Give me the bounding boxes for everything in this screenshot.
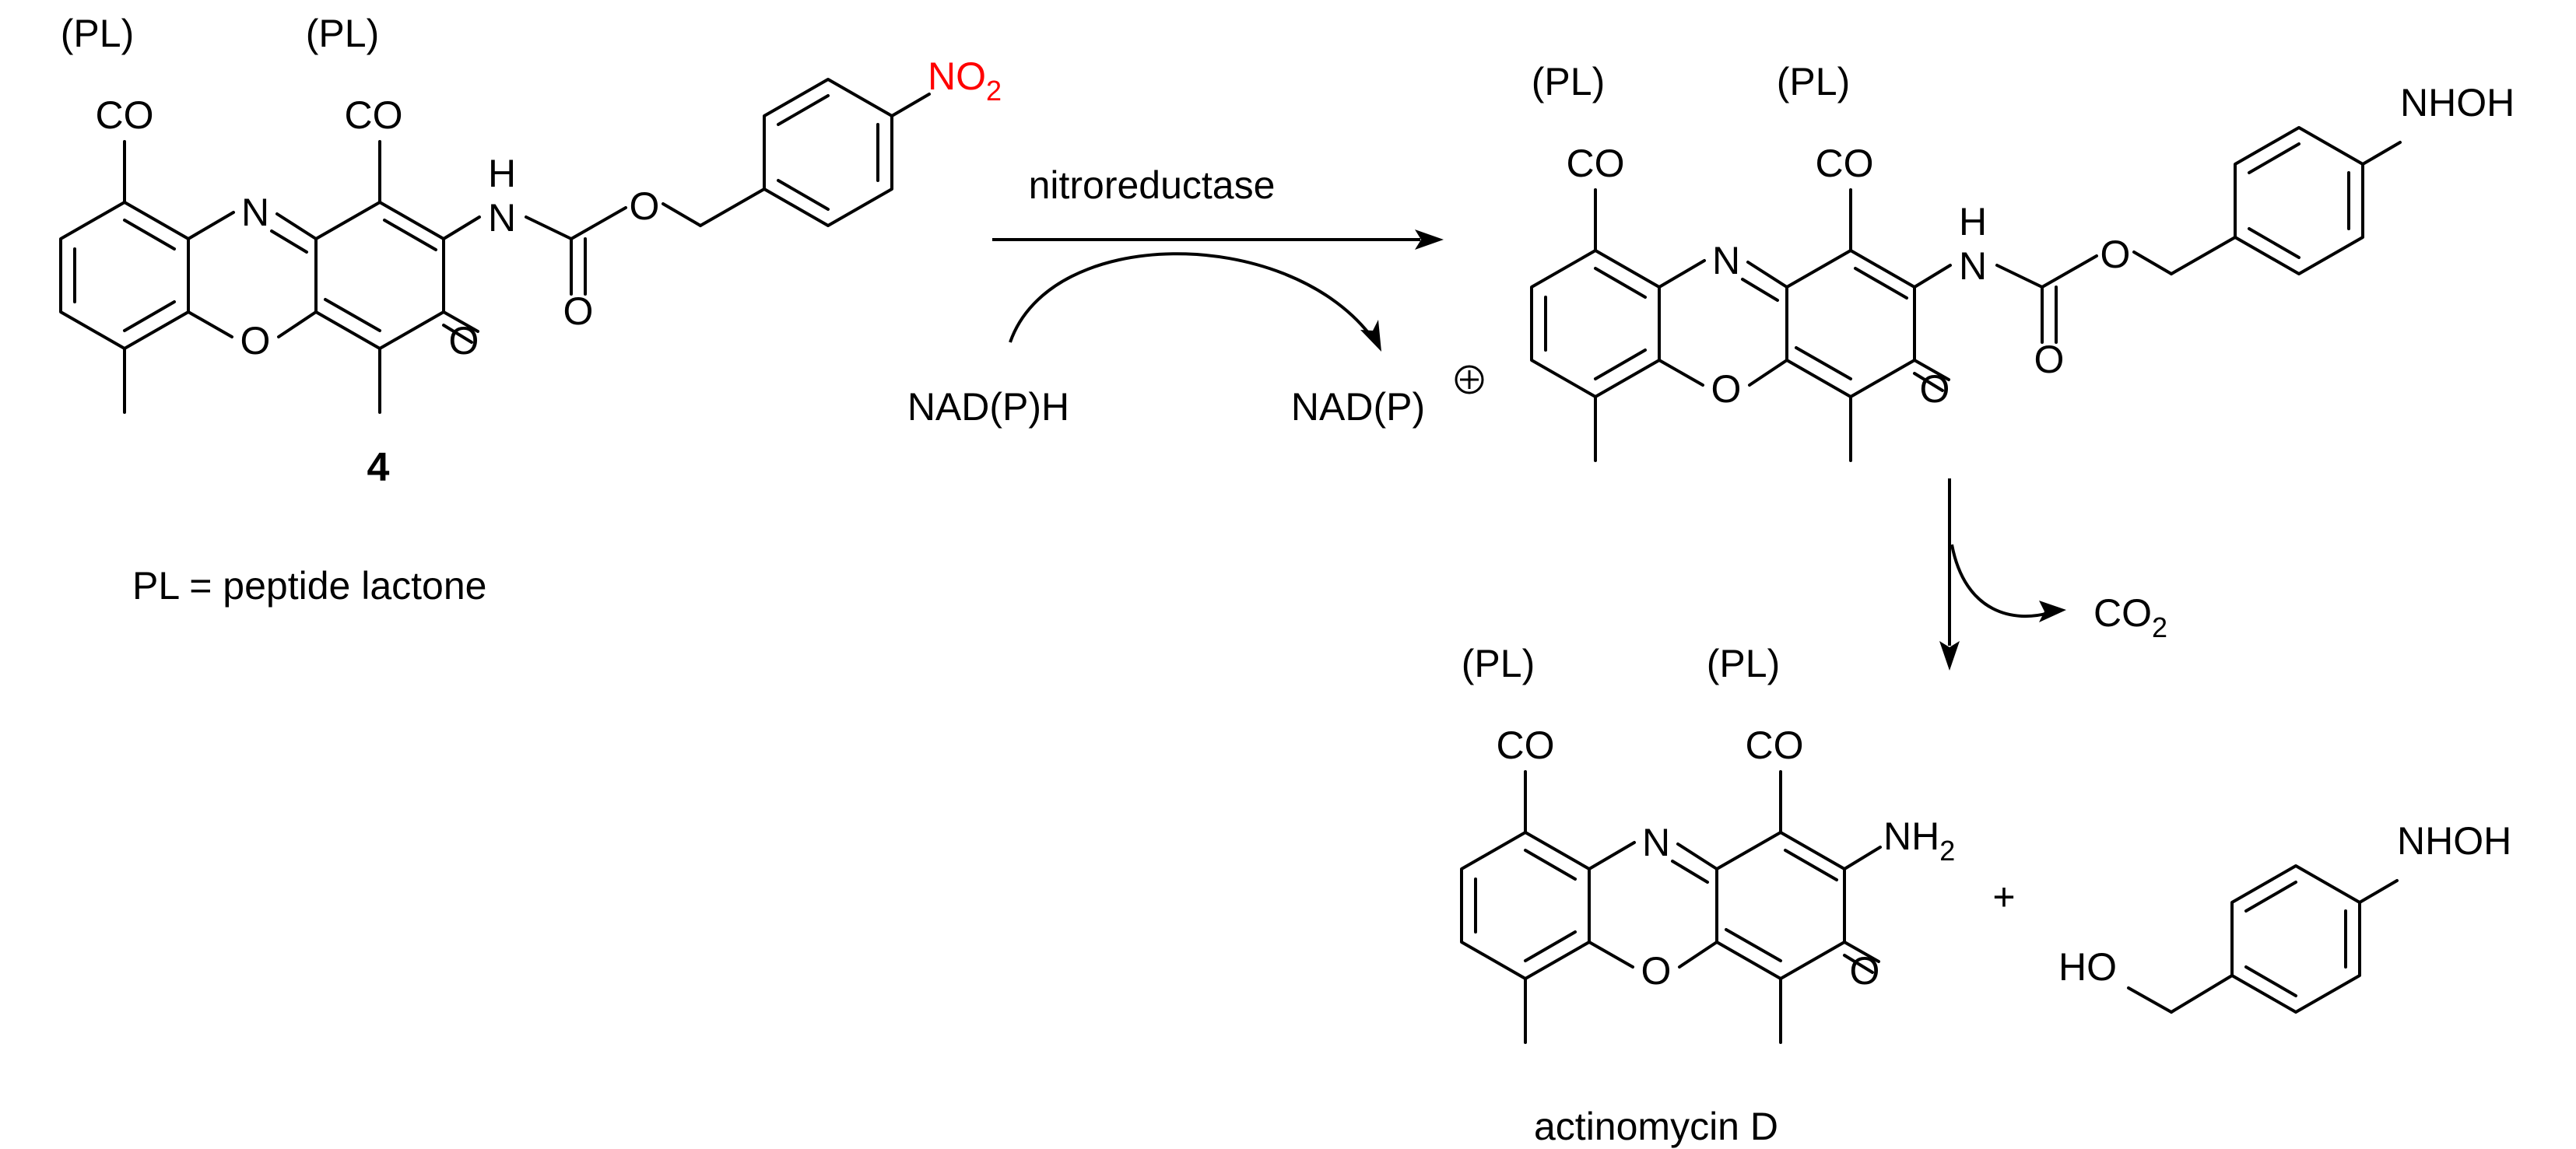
- hydroxylamine-label: NHOH: [2400, 81, 2515, 124]
- svg-text:O: O: [1850, 949, 1880, 993]
- compound-4-nitrophenyl-ring: [763, 78, 931, 227]
- hydroxyl-label: HO: [2058, 945, 2117, 989]
- actinomycin-d-structure: (PL) CO (PL) CO N O O NH2: [1460, 642, 1955, 1044]
- svg-text:N: N: [1959, 244, 1987, 288]
- carbonyl-label: CO: [96, 93, 154, 137]
- enzyme-label: nitroreductase: [1029, 163, 1276, 207]
- svg-text:CO: CO: [1816, 142, 1874, 185]
- nh-hydrogen-label: H: [488, 152, 516, 195]
- nitroreductase-step: nitroreductase NAD(P)H NAD(P): [907, 163, 1484, 429]
- plus-sign: +: [1992, 875, 2015, 919]
- carbonyl-label: CO: [345, 93, 403, 137]
- positive-charge-icon: [1455, 365, 1484, 394]
- svg-text:CO: CO: [1497, 723, 1555, 767]
- svg-text:O: O: [1641, 949, 1672, 993]
- svg-text:(PL): (PL): [1707, 642, 1780, 685]
- svg-text:O: O: [1920, 367, 1950, 411]
- carbamate-oxygen-label: O: [563, 289, 594, 333]
- svg-text:H: H: [1959, 200, 1987, 243]
- svg-text:(PL): (PL): [1532, 60, 1605, 103]
- compound-4-quinone-ring: [314, 201, 445, 350]
- compound-4-structure: [59, 78, 931, 414]
- compound-4-labels: (PL) CO (PL) CO N O O H N O O NO2 4 PL =…: [61, 12, 1002, 608]
- down-arrowhead: [1939, 641, 1960, 671]
- hydroxylaminobenzyl-alcohol: NHOH HO: [2058, 819, 2511, 1014]
- svg-text:O: O: [2100, 233, 2131, 276]
- ketone-oxygen-label: O: [449, 319, 479, 363]
- amine-label: NH2: [1883, 814, 1955, 867]
- cofactor-in-label: NAD(P)H: [907, 385, 1069, 429]
- co2-label: CO2: [2093, 591, 2167, 643]
- svg-text:O: O: [2034, 338, 2065, 381]
- svg-text:(PL): (PL): [1462, 642, 1535, 685]
- decarboxylation-step: CO2: [1939, 478, 2167, 671]
- nitro-group-label: NO2: [928, 54, 1002, 107]
- ring-oxygen-label: O: [240, 319, 271, 363]
- compound-number-label: 4: [367, 445, 390, 490]
- peptide-lactone-legend: PL = peptide lactone: [132, 564, 486, 608]
- cofactor-out-label: NAD(P): [1291, 385, 1425, 429]
- pl-label: (PL): [61, 12, 134, 55]
- pl-label: (PL): [306, 12, 379, 55]
- cofactor-arrowhead: [1360, 320, 1381, 352]
- ring-nitrogen-label: N: [241, 191, 269, 234]
- svg-text:CO: CO: [1567, 142, 1625, 185]
- compound-4-oxazine-ring: [187, 211, 318, 338]
- compound-4-benzene-ring: [59, 201, 190, 350]
- actinomycin-d-name: actinomycin D: [1534, 1105, 1778, 1148]
- reaction-arrowhead: [1415, 229, 1444, 250]
- hydroxylamine-intermediate: (PL) CO (PL) CO N O O H N O O NHOH: [1530, 60, 2515, 462]
- hydroxylamine-label: NHOH: [2397, 819, 2511, 863]
- nh-nitrogen-label: N: [488, 196, 516, 240]
- ester-oxygen-label: O: [630, 184, 660, 228]
- svg-text:N: N: [1642, 821, 1670, 864]
- svg-text:O: O: [1711, 367, 1742, 411]
- svg-text:N: N: [1712, 239, 1740, 282]
- svg-text:CO: CO: [1746, 723, 1804, 767]
- svg-text:(PL): (PL): [1777, 60, 1850, 103]
